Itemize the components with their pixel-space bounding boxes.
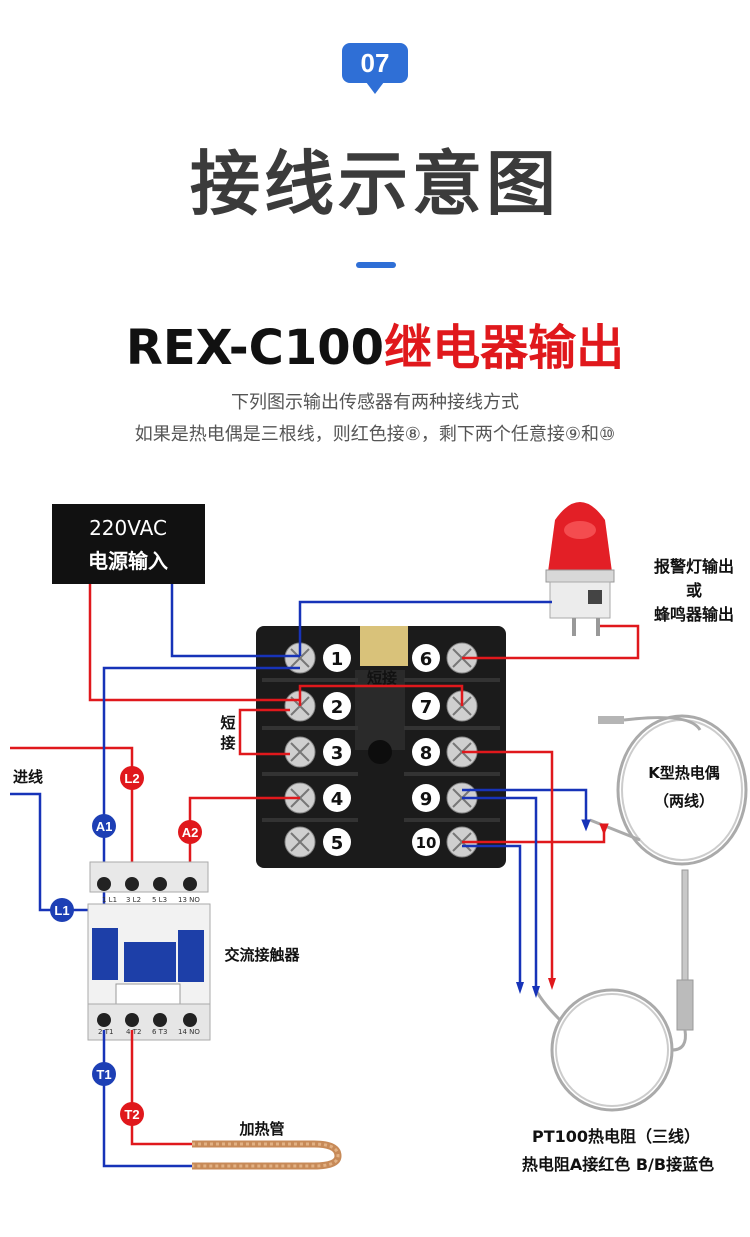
terminal-7: 7	[412, 692, 440, 720]
section-number-badge: 07	[342, 43, 408, 83]
svg-text:9: 9	[420, 789, 433, 810]
alarm-label-3: 蜂鸣器输出	[654, 605, 734, 624]
pt100-wire-blue-1	[462, 796, 538, 986]
alarm-label-1: 报警灯输出	[654, 557, 734, 576]
svg-text:6: 6	[420, 649, 433, 670]
contactor-top-mark-1: 1 L1	[102, 896, 117, 904]
pt100-wire-red	[462, 750, 554, 978]
subtitle: REX-C100继电器输出	[0, 308, 750, 378]
contactor-label: 交流接触器	[224, 946, 300, 964]
svg-text:8: 8	[420, 743, 433, 764]
svg-text:T1: T1	[96, 1067, 111, 1082]
pt100-wire-blue-2	[462, 844, 522, 982]
a2-wire	[188, 796, 300, 876]
terminal-3: 3	[323, 738, 351, 766]
terminal-5: 5	[323, 828, 351, 856]
alarm-red-wire	[462, 624, 640, 660]
contactor-bottom-mark-2: 4 T2	[126, 1028, 141, 1036]
svg-text:7: 7	[420, 697, 433, 718]
terminal-numbers: 1 2 3 4 5 6 7 8 9 10	[323, 644, 440, 856]
svg-text:T2: T2	[124, 1107, 139, 1122]
alarm-label-2: 或	[686, 581, 702, 600]
short-label-left-2: 接	[220, 734, 235, 752]
terminal-10: 10	[412, 828, 440, 856]
terminal-9: 9	[412, 784, 440, 812]
alarm-lamp	[545, 502, 615, 636]
alarm-blue-wire	[298, 600, 552, 656]
output-type: 继电器输出	[384, 320, 625, 376]
svg-text:L1: L1	[54, 903, 69, 918]
power-voltage-label: 220VAC	[89, 516, 167, 540]
svg-text:2: 2	[331, 697, 344, 718]
contactor-top-mark-2: 3 L2	[126, 896, 141, 904]
title-divider	[356, 262, 396, 268]
contactor-bottom-mark-1: 2 T1	[98, 1028, 113, 1036]
jumper-wire-2-7	[298, 684, 464, 706]
svg-text:A2: A2	[182, 825, 199, 840]
svg-text:4: 4	[331, 789, 344, 810]
tag-t2: T2	[120, 1102, 144, 1126]
contactor-bottom-mark-4: 14 NO	[178, 1028, 200, 1036]
tag-t1: T1	[92, 1062, 116, 1086]
k-wire-blue	[462, 788, 588, 820]
k-thermocouple-label-2: （两线）	[654, 792, 714, 810]
terminal-1: 1	[323, 644, 351, 672]
terminal-8: 8	[412, 738, 440, 766]
contactor-top-mark-4: 13 NO	[178, 896, 200, 904]
short-2-3: 短 接	[220, 708, 290, 756]
terminal-2: 2	[323, 692, 351, 720]
svg-text:3: 3	[331, 743, 344, 764]
svg-text:L2: L2	[124, 771, 139, 786]
pt100-sensor	[532, 869, 694, 1112]
wiring-diagram: 220VAC 电源输入	[10, 502, 748, 1174]
model-name: REX-C100	[125, 320, 385, 376]
svg-text:A1: A1	[96, 819, 113, 834]
tag-a1: A1	[92, 814, 116, 838]
short-label-top: 短接	[367, 669, 397, 687]
page-title: 接线示意图	[190, 143, 560, 225]
ac-contactor: 1 L1 3 L2 5 L3 13 NO 2 T1 4 T2 6 T3 14 N…	[87, 861, 211, 1041]
contactor-bottom-mark-3: 6 T3	[152, 1028, 167, 1036]
incoming-red-wire	[10, 746, 134, 876]
contactor-top-mark-3: 5 L3	[152, 896, 167, 904]
heater-label: 加热管	[238, 1120, 284, 1138]
svg-text:10: 10	[416, 834, 437, 852]
short-label-left-1: 短	[220, 714, 235, 732]
power-input-box: 220VAC 电源输入	[52, 504, 205, 584]
k-thermocouple-label-1: K型热电偶	[648, 764, 720, 782]
description-line-1: 下列图示输出传感器有两种接线方式	[231, 392, 519, 413]
t2-wire	[130, 1030, 192, 1146]
tag-l1: L1	[50, 898, 74, 922]
controller-terminal-block: 1 2 3 4 5 6 7 8 9 10 短接	[256, 626, 506, 868]
k-thermocouple: K型热电偶 （两线）	[589, 714, 748, 866]
t1-wire	[102, 1030, 192, 1168]
tag-l2: L2	[120, 766, 144, 790]
badge-pointer	[366, 82, 384, 94]
terminal-6: 6	[412, 644, 440, 672]
svg-text:5: 5	[331, 833, 344, 854]
incoming-blue-wire	[10, 792, 106, 912]
incoming-label: 进线	[13, 768, 43, 786]
svg-text:1: 1	[331, 649, 344, 670]
power-input-label: 电源输入	[88, 549, 168, 573]
power-live-wire	[88, 584, 300, 702]
heater-tube	[192, 1140, 342, 1170]
power-neutral-wire	[170, 584, 300, 658]
a1-wire	[102, 666, 300, 876]
terminal-4: 4	[323, 784, 351, 812]
pt100-label-2: 热电阻A接红色 B/B接蓝色	[522, 1155, 714, 1174]
description-line-2: 如果是热电偶是三根线，则红色接⑧，剩下两个任意接⑨和⑩	[134, 424, 616, 445]
pt100-label-1: PT100热电阻（三线）	[532, 1127, 700, 1146]
tag-a2: A2	[178, 820, 202, 844]
